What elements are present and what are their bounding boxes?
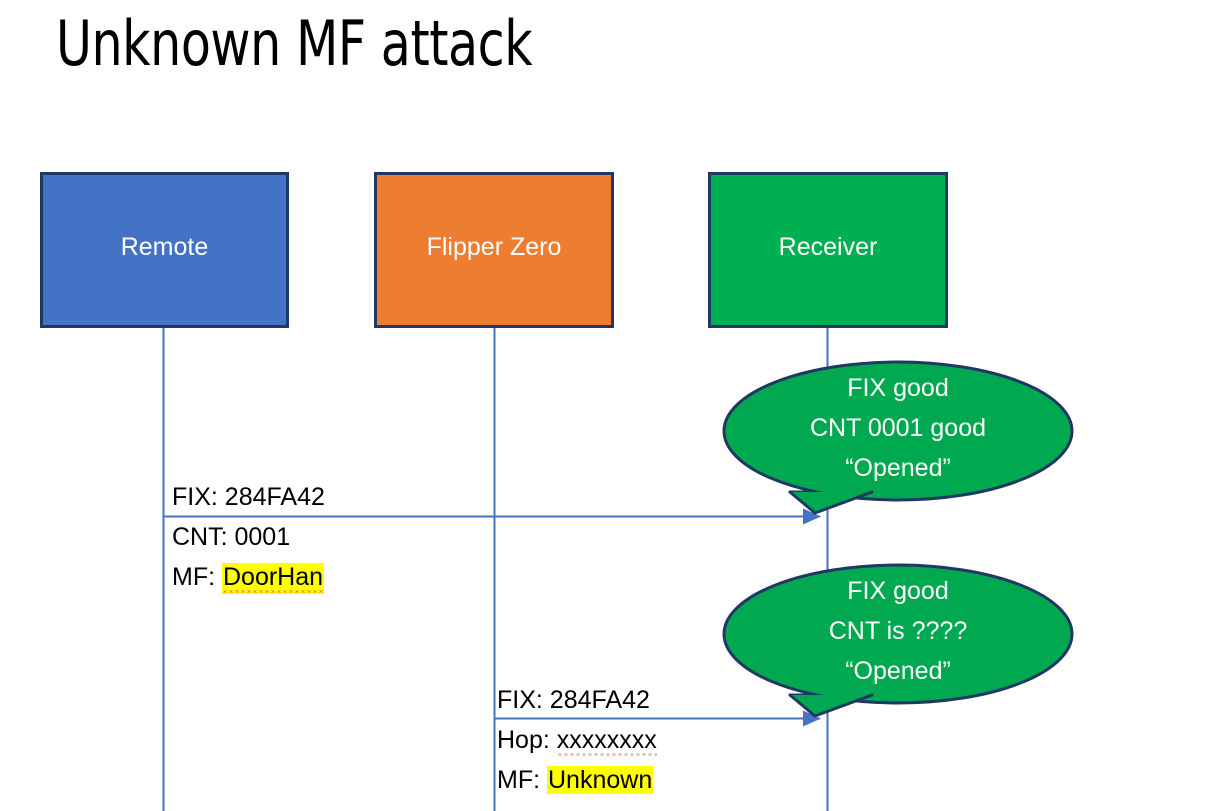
page-title: Unknown MF attack bbox=[56, 7, 533, 80]
actor-box-remote[interactable]: Remote bbox=[40, 172, 289, 328]
actor-box-receiver[interactable]: Receiver bbox=[708, 172, 948, 328]
actor-label-receiver: Receiver bbox=[778, 232, 878, 261]
message-line: CNT: 0001 bbox=[172, 517, 325, 557]
message-line: FIX: 284FA42 bbox=[172, 477, 325, 517]
message-field-value: 0001 bbox=[234, 523, 291, 551]
actor-box-flipper[interactable]: Flipper Zero bbox=[374, 172, 614, 328]
actor-label-remote: Remote bbox=[120, 232, 209, 261]
message-line: MF: DoorHan bbox=[172, 557, 325, 597]
message-field-label: FIX: bbox=[497, 686, 550, 714]
message-field-label: MF: bbox=[497, 766, 547, 794]
message-field-label: Hop: bbox=[497, 726, 557, 754]
callout-first-response-shape bbox=[722, 360, 1074, 515]
message-line: MF: Unknown bbox=[497, 760, 657, 800]
message-field-value-highlighted: DoorHan bbox=[222, 563, 324, 594]
message-field-label: MF: bbox=[172, 563, 222, 591]
actor-label-flipper: Flipper Zero bbox=[426, 232, 562, 261]
message-field-label: FIX: bbox=[172, 483, 225, 511]
message-label-remote-to-receiver: FIX: 284FA42 CNT: 0001 MF: DoorHan bbox=[172, 477, 325, 597]
message-field-value: 284FA42 bbox=[224, 483, 325, 511]
message-line: Hop: xxxxxxxx bbox=[497, 720, 657, 760]
message-field-value-highlighted: Unknown bbox=[547, 766, 654, 794]
message-label-flipper-to-receiver: FIX: 284FA42 Hop: xxxxxxxx MF: Unknown bbox=[497, 680, 657, 800]
message-line: FIX: 284FA42 bbox=[497, 680, 657, 720]
message-field-value-misspelled: xxxxxxxx bbox=[556, 726, 657, 757]
message-field-value: 284FA42 bbox=[549, 686, 650, 714]
callout-second-response-shape bbox=[722, 563, 1074, 718]
message-field-label: CNT: bbox=[172, 523, 235, 551]
